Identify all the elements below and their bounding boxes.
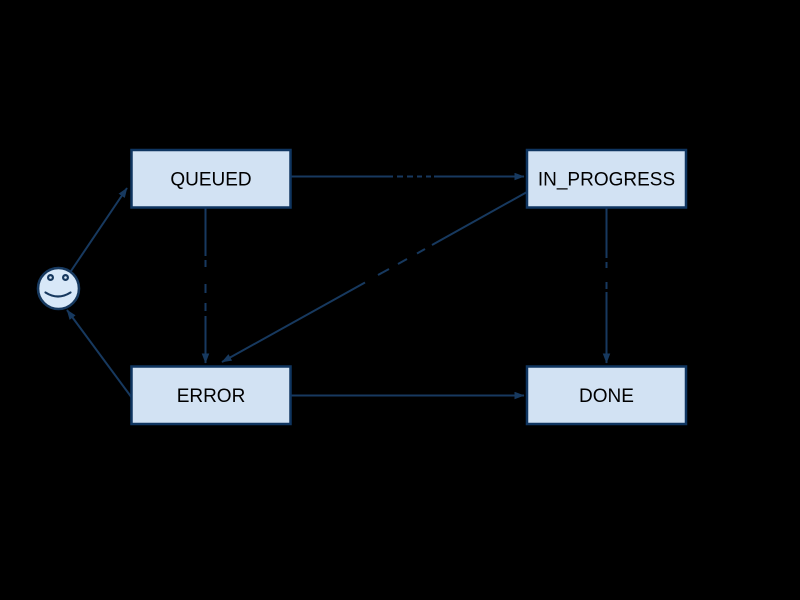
edge-error-to-actor bbox=[66, 309, 133, 399]
smiley-left-eye bbox=[46, 274, 54, 282]
node-error-label: ERROR bbox=[177, 386, 246, 407]
node-done: DONE bbox=[525, 365, 688, 426]
obscured-label-fragments bbox=[377, 248, 426, 276]
node-in-progress-label: IN_PROGRESS bbox=[538, 170, 675, 191]
actor-node bbox=[36, 266, 81, 311]
smiley-face-icon bbox=[36, 266, 81, 311]
node-queued-label: QUEUED bbox=[170, 170, 251, 191]
smiley-right-eye bbox=[61, 274, 69, 282]
smiley-mouth bbox=[44, 291, 72, 298]
node-in-progress: IN_PROGRESS bbox=[525, 148, 688, 209]
node-queued: QUEUED bbox=[130, 148, 292, 209]
node-error: ERROR bbox=[130, 365, 292, 426]
edge-actor-to-queued bbox=[70, 187, 128, 272]
edge-in-progress-to-error bbox=[221, 191, 528, 363]
node-done-label: DONE bbox=[579, 386, 634, 407]
